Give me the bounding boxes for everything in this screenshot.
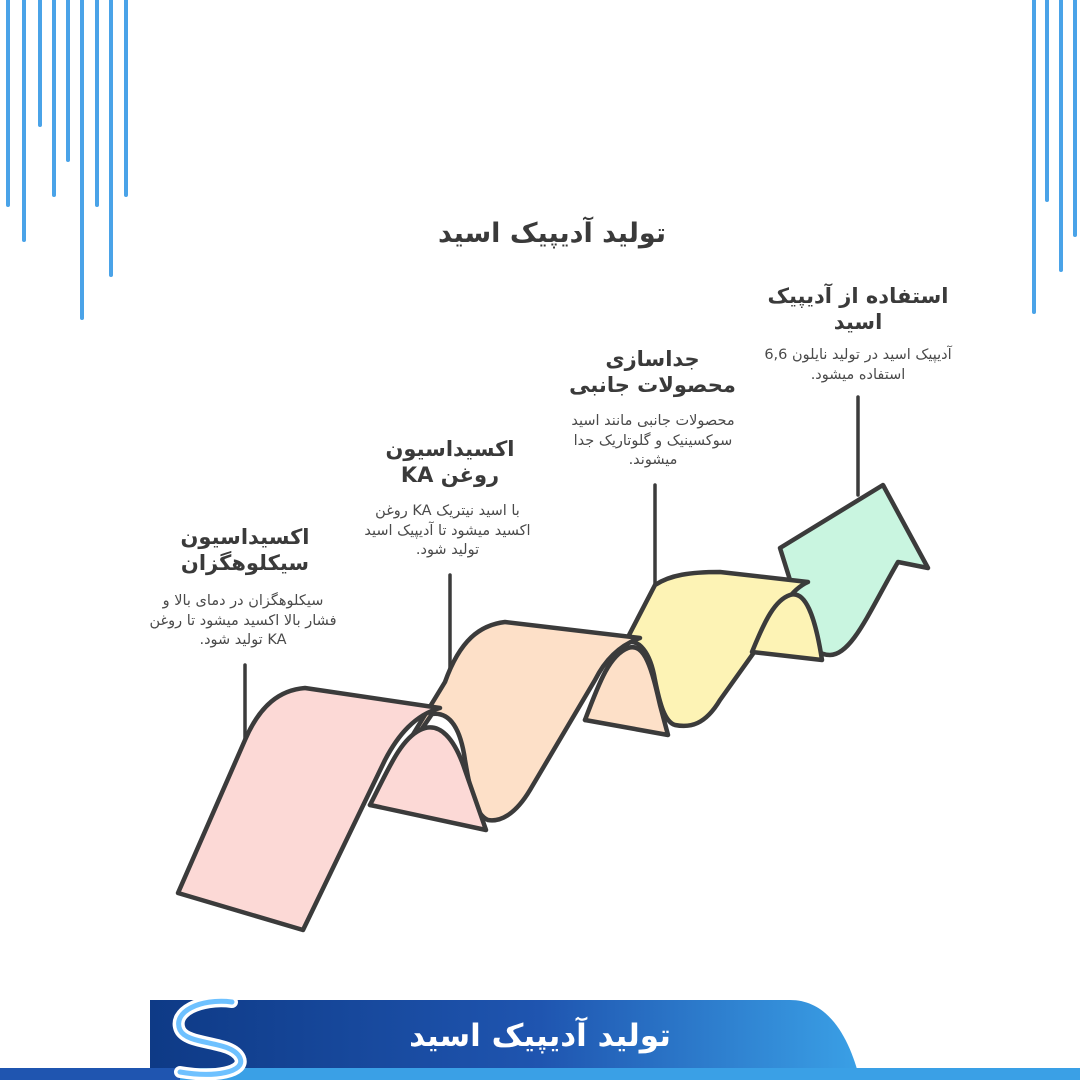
step-3-title: جداسازی محصولات جانبی [569,347,736,398]
step-1-description: سیکلوهگزان در دمای بالا و فشار بالا اکسی… [149,593,337,649]
footer-band [0,1000,1080,1080]
left-decorative-stripes [6,0,128,320]
right-decorative-stripes [1032,0,1077,314]
footer-title: تولید آدیپیک اسید [409,1018,671,1054]
step-1-ribbon-segment [175,685,489,933]
step-2-description: با اسید نیتریک KA روغن اکسید میشود تا آد… [364,503,531,559]
connector-lines [243,395,860,742]
step-1-title: اکسیداسیون سیکلوهگزان [180,525,310,576]
step-4-description: آدیپیک اسید در تولید نایلون 6,6 استفاده … [764,347,952,383]
diagram-title: تولید آدیپیک اسید [438,218,666,249]
step-2-ribbon-segment [367,619,671,823]
step-2-title: اکسیداسیون روغن KA [385,437,515,488]
s-wave-logo-icon [172,995,247,1080]
step-4-title: استفاده از آدیپیک اسید [767,284,949,335]
step-3-description: محصولات جانبی مانند اسید سوکسینیک و گلوت… [571,413,735,469]
